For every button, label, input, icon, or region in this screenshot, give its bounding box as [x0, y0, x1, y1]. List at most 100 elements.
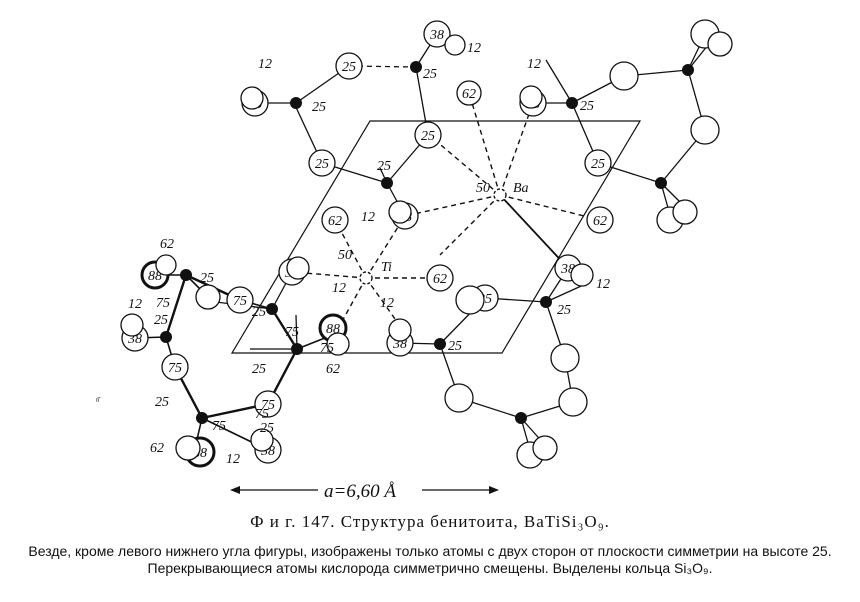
oxygen-atom: [519, 85, 543, 109]
oxygen-atom: [570, 263, 594, 287]
height-label: 12: [527, 57, 541, 72]
ti-symbol-label: Ti: [381, 260, 392, 275]
oxygen-atom: [423, 20, 451, 48]
atom-height-label: 25: [315, 157, 329, 172]
coordination-dash: [365, 215, 406, 279]
height-label: 12: [467, 41, 481, 56]
height-label: 62: [160, 237, 174, 252]
oxygen-atom: [308, 149, 336, 177]
height-label: 25: [557, 303, 571, 318]
height-label: 25: [377, 159, 391, 174]
atom-height-label: 62: [462, 87, 476, 102]
height-label: 62: [150, 441, 164, 456]
scale-label: a=6,60 Å: [324, 481, 396, 502]
coordination-dash: [468, 92, 501, 196]
oxygen-atom: [609, 61, 639, 91]
cation-atom: [359, 271, 373, 285]
atom-circles: 2538382525623825623862623838253888753875…: [120, 19, 733, 469]
height-label: 25: [200, 271, 214, 286]
oxygen-atom: [155, 254, 177, 276]
silicon-atom: [566, 97, 578, 109]
height-label: 75: [255, 407, 269, 422]
figure-caption-body: Везде, кроме левого нижнего угла фигуры,…: [28, 543, 832, 576]
height-label: 25: [252, 362, 266, 377]
height-label: 12: [128, 297, 142, 312]
silicon-atom: [381, 177, 393, 189]
height-label: 25: [154, 313, 168, 328]
oxygen-atom: [326, 332, 350, 356]
height-label: 25: [312, 100, 326, 115]
height-label: 12: [226, 452, 240, 467]
height-label: 12: [361, 210, 375, 225]
silicon-atom: [515, 412, 527, 424]
coordination-dash: [499, 194, 601, 221]
scale-arrow: [230, 486, 499, 494]
coordination-dash: [365, 277, 401, 327]
oxygen-atom: [321, 206, 349, 234]
benitoite-structure-diagram: 2538382525623825623862623838253888753875…: [96, 19, 733, 502]
height-label: 25: [448, 339, 462, 354]
oxygen-atom: [672, 199, 698, 225]
oxygen-atom: [426, 264, 454, 292]
silicon-atom: [655, 177, 667, 189]
atom-height-label: 75: [233, 294, 247, 309]
atom-height-label: 25: [421, 129, 435, 144]
oxygen-atom: [226, 286, 254, 314]
ba-height-label: 50: [476, 181, 490, 196]
coordination-dash: [439, 194, 501, 256]
height-label: 75: [285, 325, 299, 340]
oxygen-atom: [240, 86, 264, 110]
oxygen-atom: [707, 31, 733, 57]
atom-height-label: 62: [328, 214, 342, 229]
height-label: 25: [580, 99, 594, 114]
oxygen-atom: [286, 256, 310, 280]
height-label: 25: [252, 305, 266, 320]
height-label: 75: [212, 419, 226, 434]
bond-lines: [134, 33, 713, 451]
atom-height-label: 75: [168, 361, 182, 376]
oxygen-atom: [586, 206, 614, 234]
height-label: 12: [380, 296, 394, 311]
oxygen-atom: [388, 318, 412, 342]
ti-height-label: 50: [338, 248, 352, 263]
height-label: 12: [596, 277, 610, 292]
atom-height-label: 62: [433, 272, 447, 287]
silicon-atom: [291, 343, 303, 355]
oxygen-atom: [690, 115, 720, 145]
oxygen-atom: [175, 435, 201, 461]
coordination-dash: [428, 134, 501, 196]
oxygen-atom: [455, 285, 485, 315]
height-label: 62: [326, 362, 340, 377]
oxygen-atom: [444, 34, 466, 56]
bond-line: [164, 274, 188, 338]
silicon-atom: [160, 331, 172, 343]
atom-height-label: 38: [429, 28, 444, 43]
cation-atom: [493, 188, 507, 202]
oxygen-atom: [254, 390, 282, 418]
oxygen-atom: [388, 200, 412, 224]
oxygen-atom: [120, 313, 144, 337]
height-label: 75: [320, 341, 334, 356]
oxygen-atom: [414, 121, 442, 149]
height-label: 25: [155, 395, 169, 410]
oxygen-atom: [532, 435, 558, 461]
atom-height-label: 88: [148, 269, 162, 284]
silicon-atom: [540, 296, 552, 308]
silicon-atom: [290, 97, 302, 109]
silicon-atom: [434, 338, 446, 350]
atom-height-label: 25: [591, 157, 605, 172]
silicon-atom: [410, 61, 422, 73]
atom-height-label: 62: [593, 214, 607, 229]
height-labels: 12 25 25 12 25 12 12 25 12 12 75 62 25 25 12 62 25 75 12 25…: [128, 41, 610, 467]
bond-line: [270, 308, 299, 350]
unit-cell-rhombus: [230, 120, 642, 354]
height-label: 25: [423, 67, 437, 82]
atom-height-label: 25: [342, 60, 356, 75]
oxygen-atom: [195, 284, 221, 310]
height-label: 12: [258, 57, 272, 72]
silicon-atom: [682, 64, 694, 76]
silicon-atom: [180, 269, 192, 281]
oxygen-atom: [550, 343, 580, 373]
oxygen-atom: [584, 149, 612, 177]
atom-height-label: 75: [261, 398, 275, 413]
